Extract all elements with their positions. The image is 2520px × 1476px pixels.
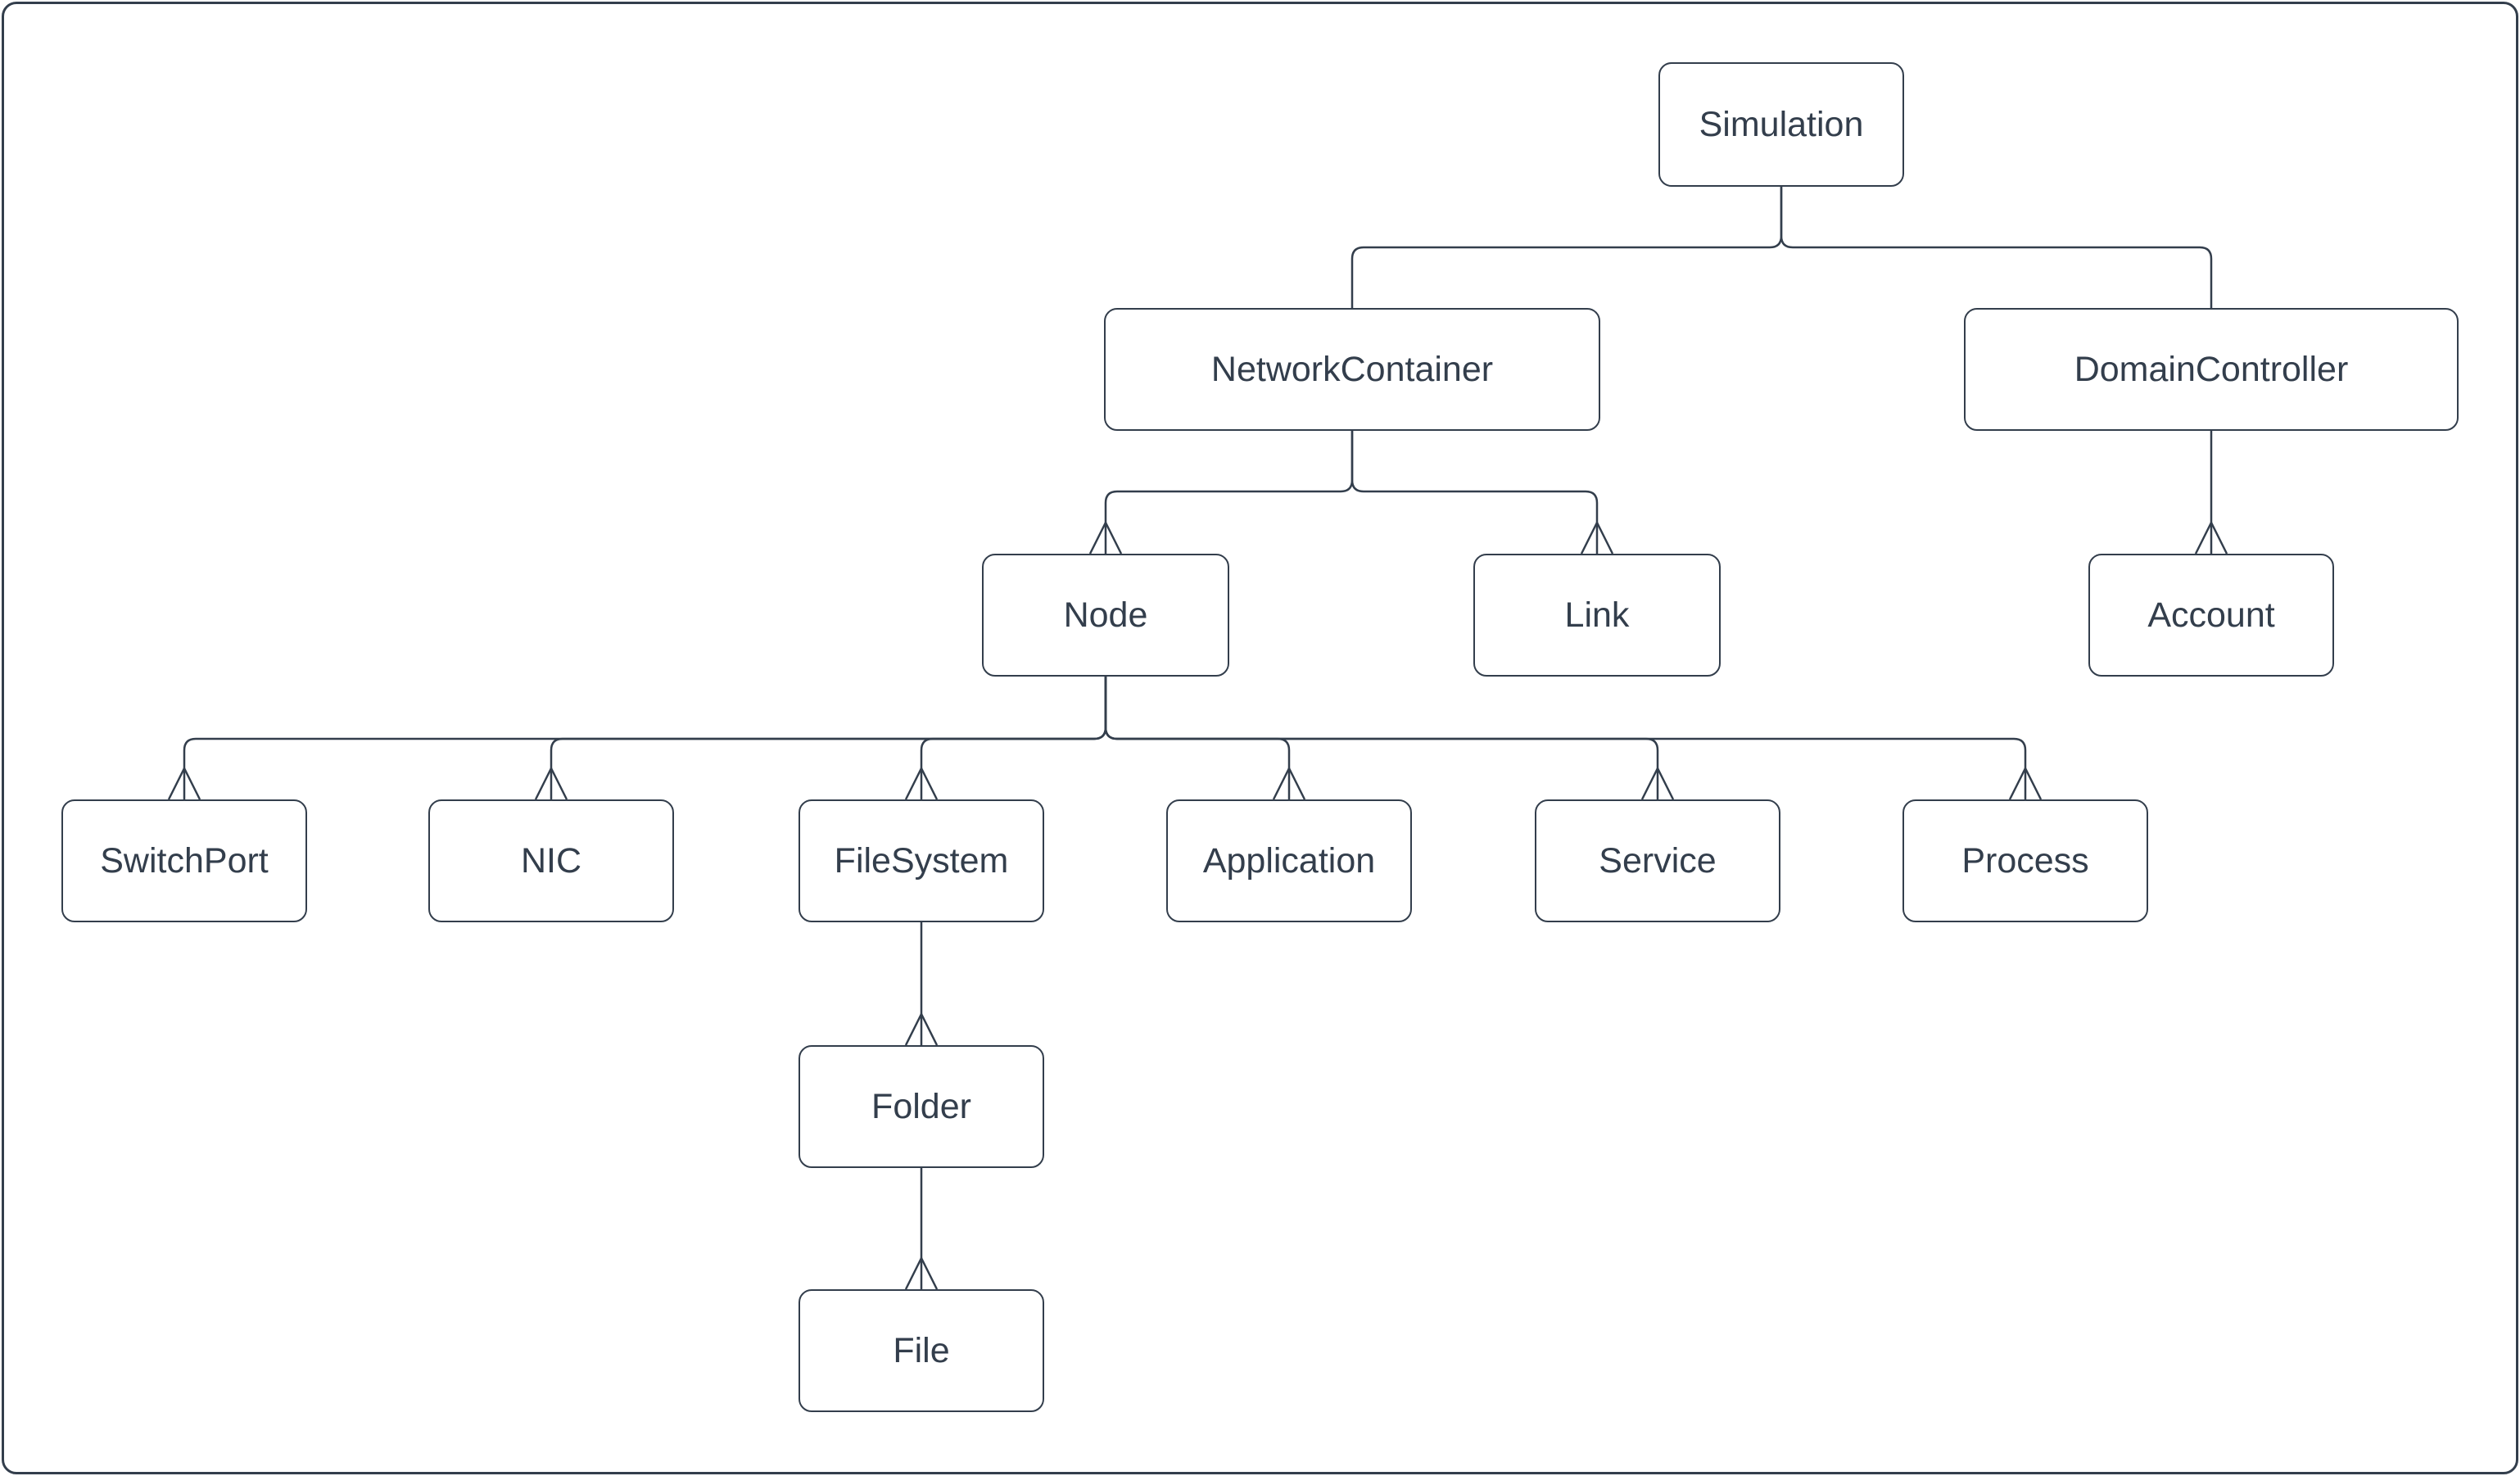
- edge-node-filesystem: [920, 677, 1107, 799]
- node-label: Link: [1564, 595, 1630, 635]
- arrowhead-icon: [904, 766, 939, 800]
- node-label: Account: [2147, 595, 2275, 635]
- arrowhead-icon: [1580, 520, 1614, 555]
- edge-simulation-networkcontainer: [1350, 187, 1783, 308]
- arrowhead-icon: [1088, 520, 1123, 555]
- node-label: Application: [1202, 840, 1376, 881]
- arrowhead-icon: [2194, 520, 2228, 555]
- edge-node-process: [1104, 677, 2027, 799]
- node-application: Application: [1166, 799, 1412, 922]
- node-label: FileSystem: [834, 840, 1009, 881]
- arrowhead-icon: [2008, 766, 2043, 800]
- node-file: File: [799, 1289, 1044, 1412]
- arrowhead-icon: [904, 1012, 939, 1046]
- node-nic: NIC: [428, 799, 674, 922]
- node-label: NIC: [520, 840, 582, 881]
- node-label: File: [893, 1330, 950, 1370]
- node-simulation: Simulation: [1658, 62, 1904, 187]
- node-label: Simulation: [1699, 104, 1864, 144]
- edge-networkcontainer-link: [1350, 431, 1599, 554]
- node-service: Service: [1535, 799, 1780, 922]
- node-account: Account: [2088, 554, 2334, 677]
- node-switchport: SwitchPort: [61, 799, 307, 922]
- node-filesystem: FileSystem: [799, 799, 1044, 922]
- node-network-container: NetworkContainer: [1104, 308, 1600, 431]
- node-label: Node: [1063, 595, 1148, 635]
- node-label: Process: [1961, 840, 2089, 881]
- arrowhead-icon: [1272, 766, 1306, 800]
- node-label: NetworkContainer: [1210, 349, 1494, 389]
- node-link: Link: [1473, 554, 1721, 677]
- node-folder: Folder: [799, 1045, 1044, 1168]
- node-label: DomainController: [2074, 349, 2349, 389]
- arrowhead-icon: [1640, 766, 1675, 800]
- arrowhead-icon: [167, 766, 201, 800]
- arrowhead-icon: [904, 1256, 939, 1290]
- node-label: Folder: [871, 1086, 971, 1126]
- node-label: SwitchPort: [100, 840, 269, 881]
- node-domain-controller: DomainController: [1964, 308, 2459, 431]
- node-process: Process: [1902, 799, 2148, 922]
- node-label: Service: [1599, 840, 1717, 881]
- edge-simulation-domaincontroller: [1780, 187, 2213, 308]
- node-node: Node: [982, 554, 1229, 677]
- arrowhead-icon: [534, 766, 568, 800]
- edge-networkcontainer-node: [1104, 431, 1354, 554]
